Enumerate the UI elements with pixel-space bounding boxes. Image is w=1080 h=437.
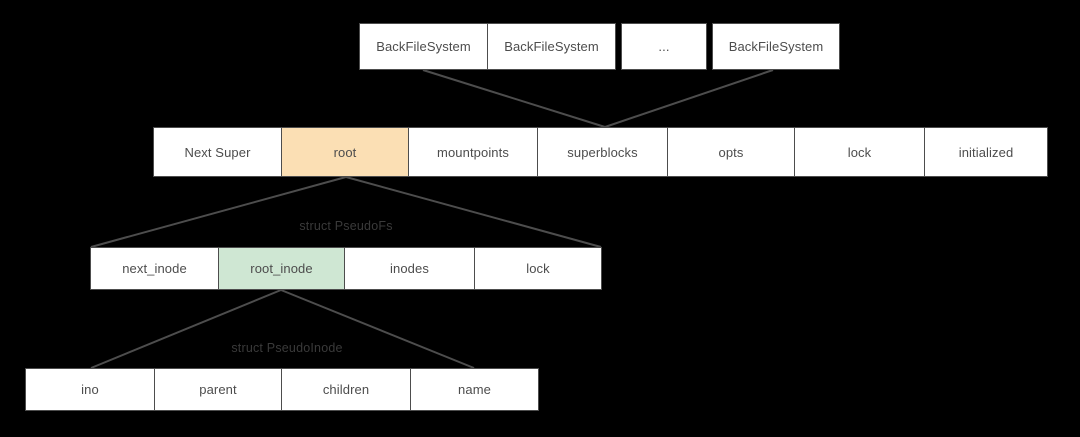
cell-label: initialized — [958, 144, 1014, 160]
super-cell-superblocks[interactable]: superblocks — [537, 127, 668, 177]
super-block-row: Next Super root mountpoints superblocks opts… — [153, 127, 1048, 177]
root-inode-to-pseudoinode-right — [280, 289, 475, 369]
pseudofs-cell-inodes[interactable]: inodes — [344, 247, 475, 290]
cell-label: BackFileSystem — [504, 39, 599, 54]
pseudoinode-cell-ino[interactable]: ino — [25, 368, 155, 411]
cell-label: parent — [199, 382, 237, 397]
backing-filesystems-row: BackFileSystem BackFileSystem... BackFileS… — [359, 23, 840, 70]
root-inode-to-pseudoinode-left — [90, 289, 282, 369]
cell-label: inodes — [390, 261, 429, 276]
cell-label: name — [458, 382, 491, 397]
pseudofs-cell-lock[interactable]: lock — [474, 247, 602, 290]
cell-label: BackFileSystem — [376, 39, 471, 54]
cell-label: Next Super — [184, 144, 251, 160]
cell-label: children — [322, 382, 370, 397]
super-cell-mountpoints[interactable]: mountpoints — [408, 127, 538, 177]
pseudoinode-cell-name[interactable]: name — [410, 368, 539, 411]
pseudofs-row: next_inode root_inode inodes lock — [90, 247, 602, 290]
pseudofs-cell-next_inode[interactable]: next_inode — [90, 247, 219, 290]
super-cell-root[interactable]: root — [281, 127, 409, 177]
backing-cell-BackFileSystem[interactable]: BackFileSystem — [359, 23, 488, 70]
backing-first-to-superblocks — [422, 69, 606, 128]
backing-cell-[interactable]: ... — [621, 23, 707, 70]
root-to-pseudofs-right — [345, 176, 602, 248]
cell-label: root_inode — [250, 261, 313, 276]
cell-label: opts — [718, 144, 744, 160]
cell-label: ... — [658, 39, 670, 54]
root-to-pseudofs-left — [90, 176, 347, 248]
super-cell-opts[interactable]: opts — [667, 127, 795, 177]
cell-label: BackFileSystem — [728, 39, 824, 54]
struct-pseudoinode-label: struct PseudoInode — [231, 341, 343, 355]
super-cell-lock[interactable]: lock — [794, 127, 925, 177]
super-cell-NextSuper[interactable]: Next Super — [153, 127, 282, 177]
cell-label: next_inode — [122, 261, 187, 276]
backing-cell-BackFileSystem[interactable]: BackFileSystem — [712, 23, 840, 70]
cell-label: lock — [526, 261, 550, 276]
cell-label: mountpoints — [437, 144, 509, 160]
cell-label: superblocks — [567, 144, 638, 160]
cell-label: lock — [847, 144, 872, 160]
backing-last-to-superblocks — [604, 69, 774, 128]
pseudoinode-row: ino parent children name — [25, 368, 539, 411]
super-cell-initialized[interactable]: initialized — [924, 127, 1048, 177]
pseudofs-cell-root_inode[interactable]: root_inode — [218, 247, 345, 290]
backing-cell-BackFileSystem[interactable]: BackFileSystem — [487, 23, 616, 70]
pseudoinode-cell-parent[interactable]: parent — [154, 368, 282, 411]
cell-label: root — [333, 144, 357, 160]
cell-label: ino — [81, 382, 99, 397]
struct-pseudofs-label: struct PseudoFs — [299, 219, 393, 233]
pseudoinode-cell-children[interactable]: children — [281, 368, 411, 411]
